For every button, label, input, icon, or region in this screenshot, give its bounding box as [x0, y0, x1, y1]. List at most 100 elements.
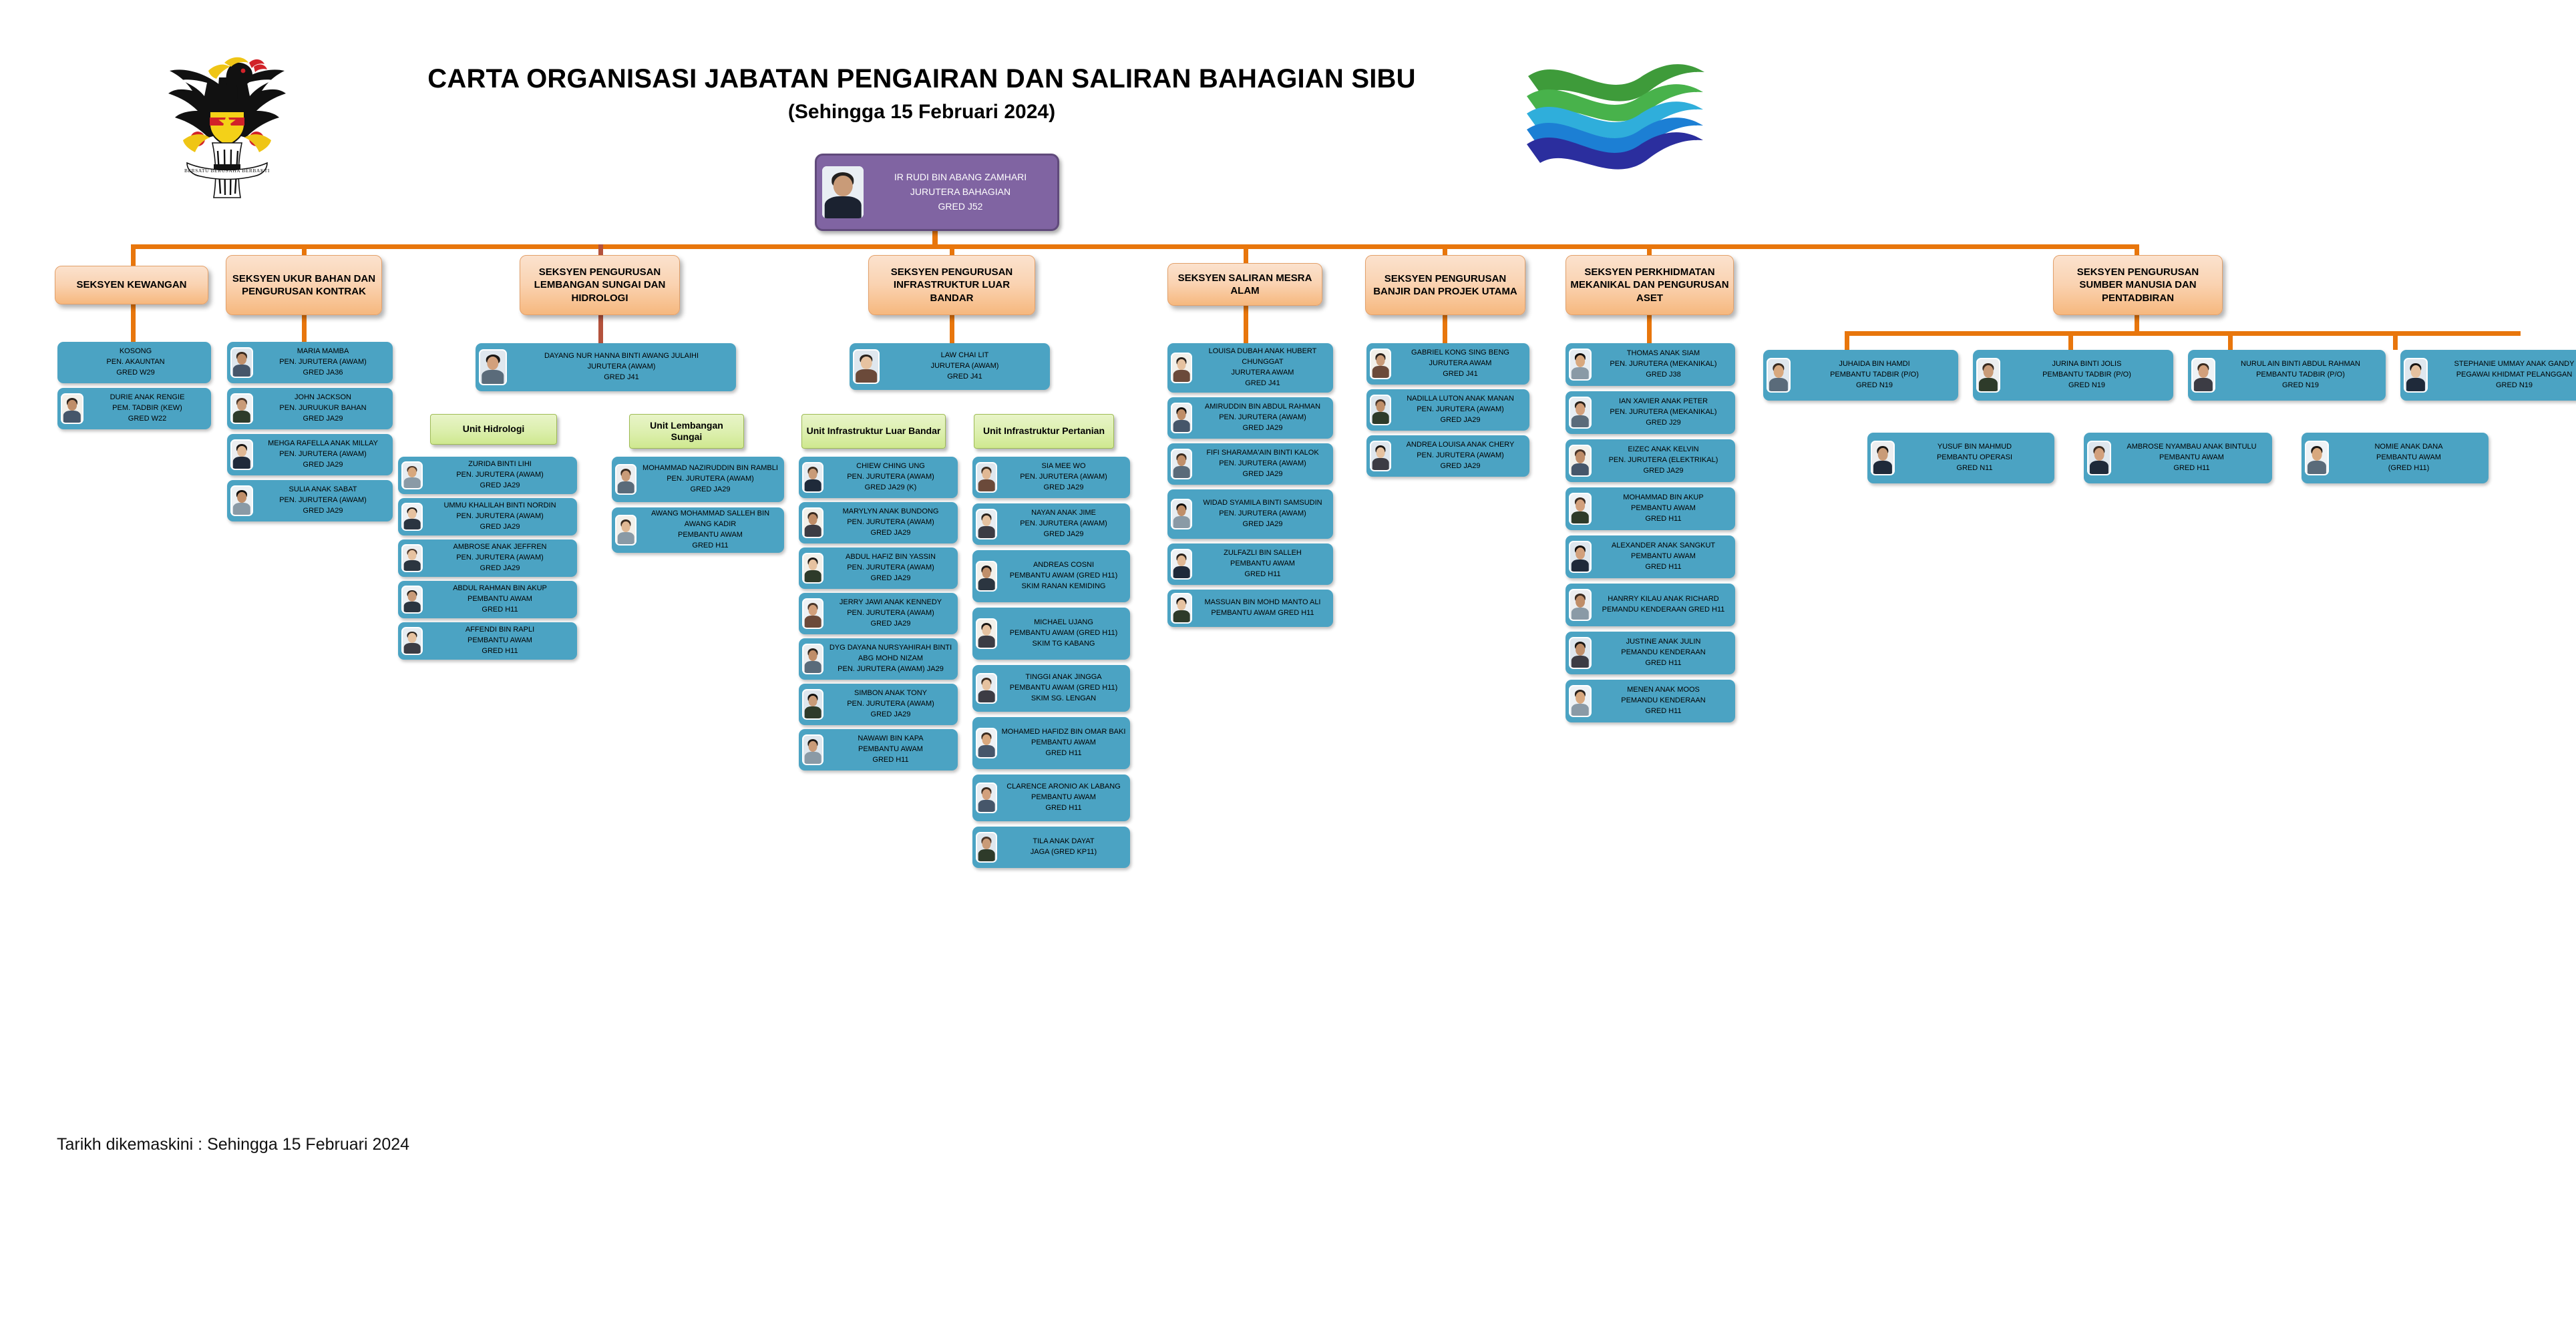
- connector-stem-ukur: [302, 311, 307, 343]
- section-pill-kewangan[interactable]: SEKSYEN KEWANGAN: [55, 266, 208, 304]
- section-pill-infra-luar[interactable]: SEKSYEN PENGURUSAN INFRASTRUKTUR LUAR BA…: [868, 255, 1035, 315]
- staff-grade: SKIM TG KABANG: [1032, 639, 1095, 648]
- staff-name: DURIE ANAK RENGIE: [110, 393, 185, 402]
- section-pill-mesra-alam[interactable]: SEKSYEN SALIRAN MESRA ALAM: [1167, 263, 1322, 306]
- unit-pill-lembangan[interactable]: Unit Lembangan Sungai: [629, 414, 744, 449]
- staff-name: FIFI SHARAMA'AIN BINTI KALOK: [1206, 449, 1319, 457]
- staff-position: PEN. JURUTERA (AWAM): [667, 475, 754, 483]
- staff-position: PEN. JURUTERA (ELEKTRIKAL): [1608, 456, 1718, 465]
- head-of-department-card[interactable]: IR RUDI BIN ABANG ZAMHARI JURUTERA BAHAG…: [815, 154, 1059, 231]
- staff-name: TILA ANAK DAYAT: [1033, 837, 1095, 846]
- avatar: [1370, 395, 1391, 425]
- staff-position: PEN. JURUTERA (AWAM): [1219, 459, 1306, 468]
- staff-position: PEN. JURUTERA (AWAM) JA29: [838, 664, 944, 673]
- staff-name: MOHAMMAD BIN AKUP: [1623, 493, 1704, 502]
- staff-name: IAN XAVIER ANAK PETER: [1618, 397, 1708, 406]
- staff-position: JURUTERA AWAM: [1231, 369, 1294, 377]
- section-pill-banjir[interactable]: SEKSYEN PENGURUSAN BANJIR DAN PROJEK UTA…: [1365, 255, 1525, 315]
- unit-label: Unit Hidrologi: [462, 423, 525, 435]
- staff-grade: GRED JA29: [1242, 423, 1283, 432]
- connector-main-bus: [131, 244, 2135, 249]
- avatar: [615, 515, 636, 545]
- avatar: [802, 553, 823, 584]
- avatar: [61, 393, 83, 424]
- chart-subtitle-text: (Sehingga 15 Februari 2024): [787, 101, 1056, 123]
- staff-card[interactable]: FIFI SHARAMA'AIN BINTI KALOK PEN. JURUTER…: [1167, 443, 1333, 485]
- unit-pill-hidrologi[interactable]: Unit Hidrologi: [430, 414, 557, 445]
- unit-pill-infra-luar[interactable]: Unit Infrastruktur Luar Bandar: [801, 414, 946, 449]
- avatar: [976, 832, 997, 863]
- staff-grade: GRED N19: [1855, 381, 1893, 389]
- staff-grade: GRED JA29: [480, 522, 520, 531]
- section-pill-ukur-bahan[interactable]: SEKSYEN UKUR BAHAN DAN PENGURUSAN KONTRA…: [226, 255, 382, 315]
- staff-position: PEN. AKAUNTAN: [106, 358, 165, 367]
- staff-position: PEMBANTU AWAM: [1631, 504, 1696, 513]
- connector-drop-kewangan: [131, 244, 136, 271]
- section-pill-mekanikal[interactable]: SEKSYEN PERKHIDMATAN MEKANIKAL DAN PENGU…: [1566, 255, 1734, 315]
- staff-grade: GRED H11: [1045, 748, 1082, 757]
- section-label: SEKSYEN PENGURUSAN LEMBANGAN SUNGAI DAN …: [534, 266, 666, 304]
- section-pill-sumber-manusia[interactable]: SEKSYEN PENGURUSAN SUMBER MANUSIA DAN PE…: [2053, 255, 2223, 315]
- staff-card[interactable]: DYG DAYANA NURSYAHIRAH BINTI ABG MOHD NI…: [799, 638, 958, 680]
- section-pill-lembangan[interactable]: SEKSYEN PENGURUSAN LEMBANGAN SUNGAI DAN …: [520, 255, 680, 315]
- avatar: [230, 347, 253, 378]
- avatar: [479, 349, 507, 385]
- avatar: [1569, 397, 1592, 429]
- unit-pill-pertanian[interactable]: Unit Infrastruktur Pertanian: [974, 414, 1114, 449]
- staff-name: YUSUF BIN MAHMUD: [1937, 443, 2012, 451]
- staff-position: JURUTERA (AWAM): [587, 363, 656, 371]
